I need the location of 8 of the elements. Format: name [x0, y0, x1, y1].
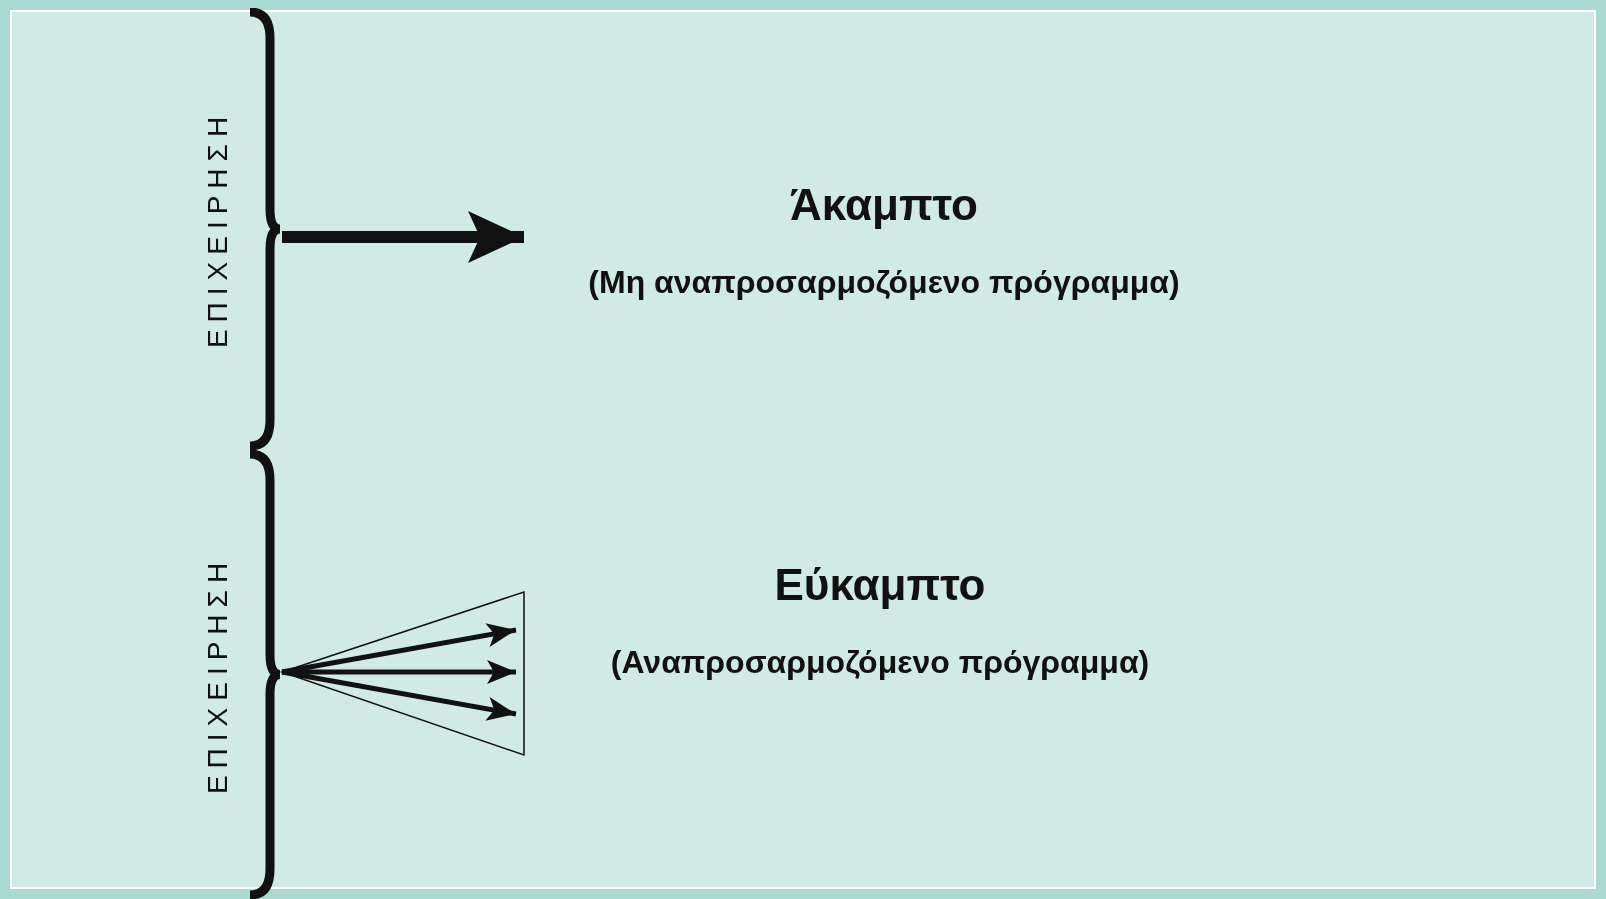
vertical-label: ΕΠΙΧΕΙΡΗΣΗ	[202, 109, 235, 349]
subheading: (Μη αναπροσαρμοζόμενο πρόγραμμα)	[587, 264, 1181, 301]
subheading: (Αναπροσαρμοζόμενο πρόγραμμα)	[609, 644, 1151, 681]
vertical-label: ΕΠΙΧΕΙΡΗΣΗ	[202, 555, 235, 794]
arrow	[281, 669, 517, 721]
arrow	[282, 211, 524, 263]
heading: Άκαμπτο	[789, 180, 979, 230]
heading: Εύκαμπτο	[773, 560, 987, 610]
